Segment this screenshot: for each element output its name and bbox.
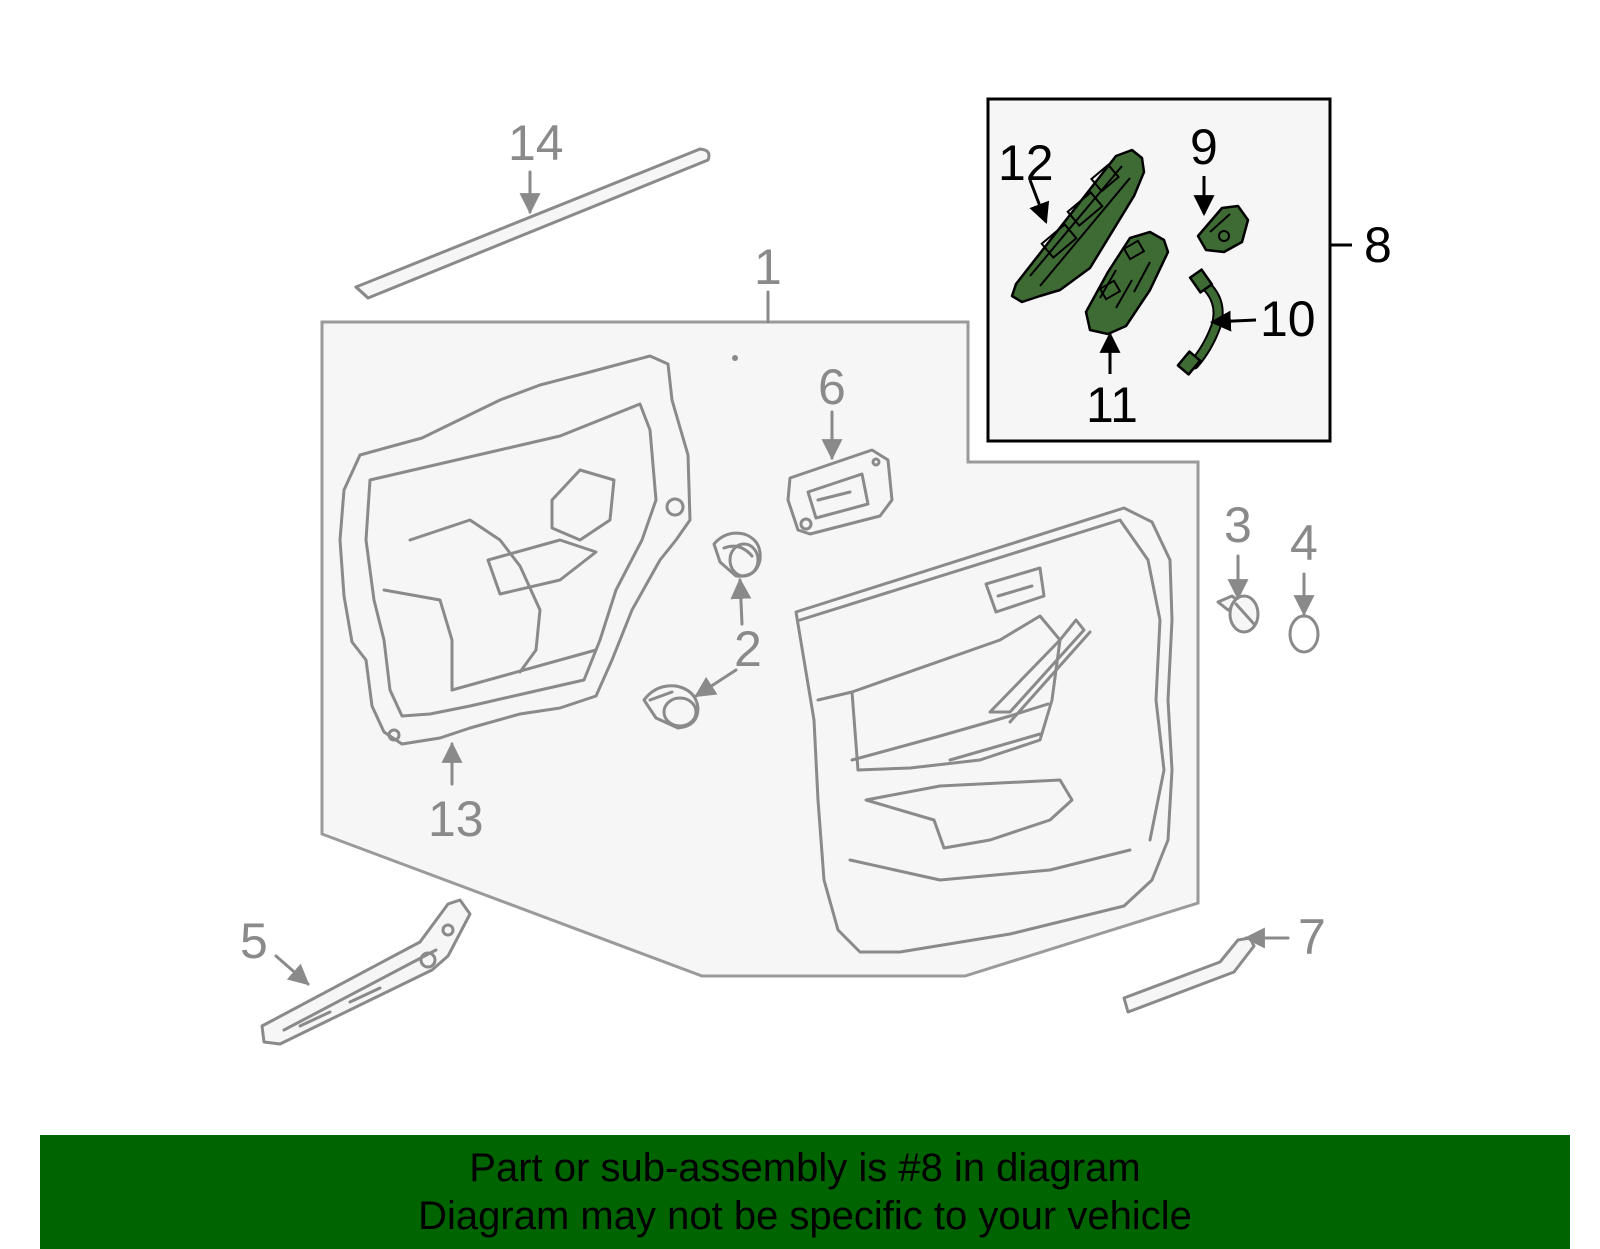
info-banner: Part or sub-assembly is #8 in diagram Di… (40, 1135, 1570, 1249)
part-13-inner-panel[interactable] (338, 354, 692, 746)
callout-6: 6 (818, 359, 846, 415)
callout-13: 13 (428, 791, 484, 847)
callout-14: 14 (508, 115, 564, 171)
callout-1: 1 (754, 239, 782, 295)
callout-11: 11 (1086, 377, 1138, 433)
part-4-o-ring[interactable] (1288, 614, 1320, 654)
part-6-handle-bezel[interactable] (786, 448, 894, 536)
part-2-clip-lower[interactable] (642, 684, 700, 730)
callout-9: 9 (1190, 119, 1218, 175)
banner-line-1: Part or sub-assembly is #8 in diagram (469, 1146, 1141, 1190)
marker-dot (732, 355, 738, 361)
callout-8: 8 (1364, 217, 1392, 273)
part-9-switch[interactable] (1196, 204, 1250, 254)
part-5-bracket[interactable] (260, 898, 472, 1046)
part-1-door-trim-panel[interactable] (794, 506, 1174, 954)
part-2-clip-upper[interactable] (712, 531, 762, 578)
part-7-pull-strip[interactable] (1122, 936, 1256, 1014)
part-12-switch-bezel[interactable] (1010, 148, 1146, 304)
part-14-belt-molding[interactable] (354, 147, 711, 300)
callout-12: 12 (998, 135, 1054, 191)
leader-lines (274, 170, 1352, 986)
callout-5: 5 (240, 913, 268, 969)
callout-4: 4 (1290, 515, 1318, 571)
part-3-screw[interactable] (1216, 594, 1260, 634)
callout-7: 7 (1298, 909, 1326, 965)
callout-3: 3 (1224, 497, 1252, 553)
callout-10: 10 (1260, 291, 1316, 347)
banner-line-2: Diagram may not be specific to your vehi… (418, 1194, 1192, 1238)
callout-2: 2 (734, 621, 762, 677)
